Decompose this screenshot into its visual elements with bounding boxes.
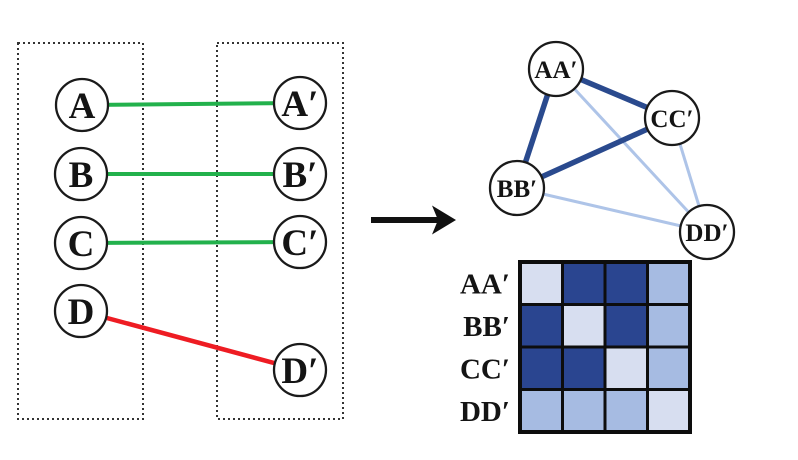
- matrix-cell-r1-c2: [603, 303, 649, 349]
- graph-edge-5: [515, 115, 674, 191]
- graph-node-2-label: BB′: [497, 176, 537, 203]
- matrix-cell-r3-c2: [603, 388, 649, 434]
- affinity-matrix-row-labels: AA′ BB′ CC′ DD′: [460, 268, 510, 428]
- graph-node-3-circle: [678, 203, 736, 261]
- graph-node-0-circle: [527, 40, 585, 98]
- node-left-0-label: A: [69, 86, 96, 127]
- node-left-3-circle: [53, 283, 109, 339]
- node-left-3-label: D: [68, 292, 95, 333]
- matrix-row-label-1: BB′: [463, 311, 510, 343]
- node-right-1-label: B′: [282, 155, 317, 196]
- matrix-cell-r3-c0: [518, 388, 564, 434]
- graph-node-1-circle: [643, 89, 701, 147]
- matrix-cell-r0-c3: [646, 260, 692, 306]
- graph-edge-0: [554, 67, 709, 234]
- graph-node-1-label: CC′: [650, 106, 693, 133]
- matrix-row-label-3: DD′: [460, 396, 510, 428]
- matrix-cell-r2-c1: [561, 345, 607, 391]
- matrix-cell-r3-c1: [561, 388, 607, 434]
- match-edge-D: [80, 308, 301, 373]
- right-set-box: [216, 42, 344, 420]
- matrix-cell-r0-c1: [561, 260, 607, 306]
- node-left-2-label: C: [68, 224, 95, 265]
- graph-node-0-label: AA′: [534, 57, 577, 84]
- association-graph-nodes: AA′ CC′ BB′ DD′: [488, 40, 736, 261]
- matrix-outer-border: [518, 260, 692, 434]
- match-edge-A: [81, 101, 301, 107]
- graph-node-2-circle: [488, 159, 546, 217]
- matrix-cell-r1-c1: [561, 303, 607, 349]
- bipartite-match-edges: [80, 101, 301, 373]
- matrix-cell-r0-c2: [603, 260, 649, 306]
- affinity-matrix: [518, 260, 692, 434]
- matrix-cell-r2-c2: [603, 345, 649, 391]
- node-right-3-label: D′: [281, 351, 318, 392]
- node-right-0-label: A′: [281, 84, 318, 125]
- node-left-2-circle: [53, 215, 109, 271]
- match-edge-C: [80, 240, 301, 245]
- node-left-0-circle: [54, 77, 110, 133]
- graph-edge-1: [516, 186, 708, 234]
- matrix-cell-r1-c0: [518, 303, 564, 349]
- matrix-cell-r3-c3: [646, 388, 692, 434]
- node-left-1-circle: [53, 146, 109, 202]
- node-right-2-label: C′: [281, 223, 318, 264]
- node-right-1-circle: [272, 146, 328, 202]
- matrix-cell-r2-c0: [518, 345, 564, 391]
- matrix-row-label-0: AA′: [460, 268, 510, 300]
- node-right-2-circle: [272, 214, 328, 270]
- matrix-cell-r1-c3: [646, 303, 692, 349]
- node-left-1-label: B: [69, 155, 94, 196]
- matrix-row-label-2: CC′: [460, 353, 510, 385]
- graph-node-3-label: DD′: [685, 220, 728, 247]
- node-right-3-circle: [272, 342, 328, 398]
- transform-arrow-icon: [371, 205, 456, 235]
- matrix-cell-r0-c0: [518, 260, 564, 306]
- matrix-cell-r2-c3: [646, 345, 692, 391]
- node-right-0-circle: [272, 75, 328, 131]
